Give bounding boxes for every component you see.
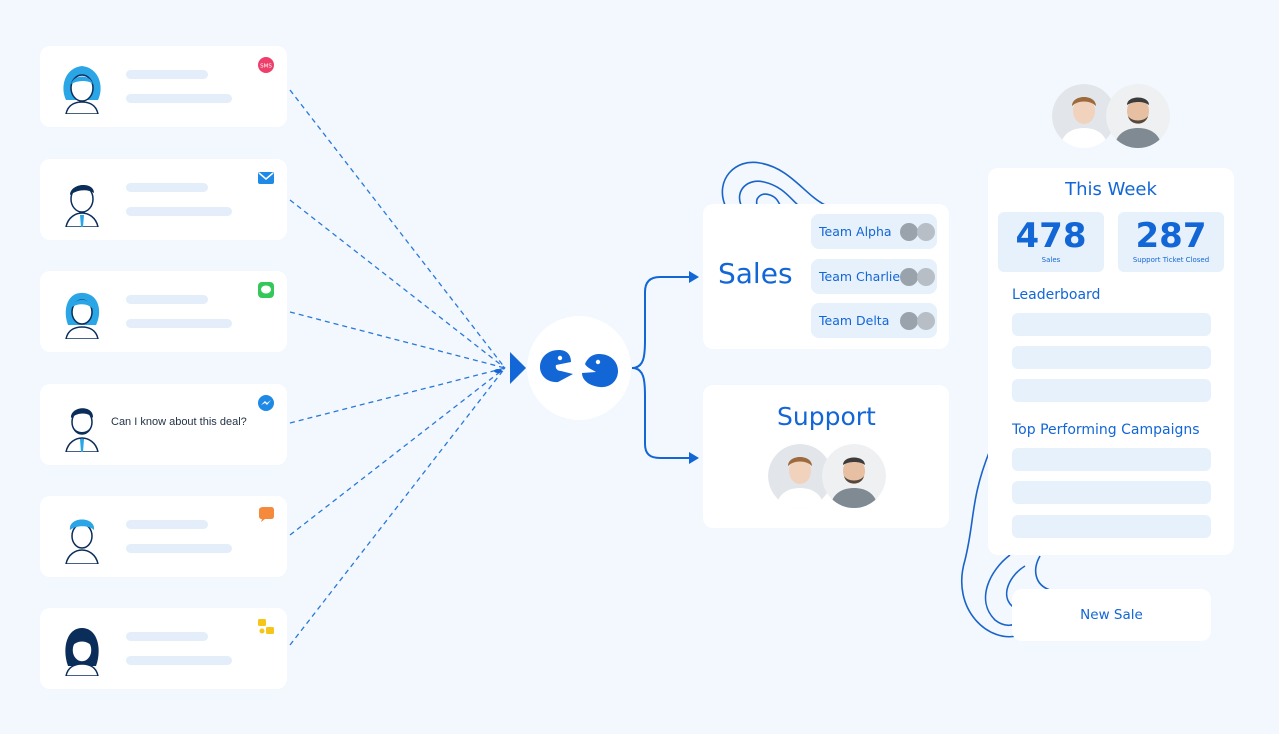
agent-photo xyxy=(822,444,886,508)
imessage-icon xyxy=(258,282,274,298)
team-pill[interactable]: Team Charlie xyxy=(811,259,937,294)
contact-card[interactable] xyxy=(40,496,287,577)
new-sale-label: New Sale xyxy=(1080,607,1143,623)
brand-logo-icon xyxy=(540,350,618,388)
customer-avatar xyxy=(63,66,101,114)
stat-label: Support Ticket Closed xyxy=(1132,256,1210,264)
contact-card[interactable] xyxy=(40,608,287,689)
leaderboard-heading: Leaderboard xyxy=(1012,287,1101,303)
campaign-row xyxy=(1012,515,1211,538)
dashboard-card: This Week 478 Sales 287 Support Ticket C… xyxy=(988,168,1234,555)
team-name: Team Alpha xyxy=(819,224,892,239)
team-name: Team Delta xyxy=(819,313,890,328)
hub-logo xyxy=(527,316,631,420)
stat-label: Sales xyxy=(1041,256,1061,264)
placeholder-line xyxy=(126,94,232,103)
leaderboard-row xyxy=(1012,313,1211,336)
stat-value: 287 xyxy=(1135,216,1207,256)
campaign-row xyxy=(1012,481,1211,504)
messenger-icon xyxy=(258,395,274,411)
team-name: Team Charlie xyxy=(819,269,901,284)
campaign-row xyxy=(1012,448,1211,471)
leaderboard-row xyxy=(1012,346,1211,369)
stat-tile: 287 Support Ticket Closed xyxy=(1118,212,1224,272)
customer-avatar xyxy=(65,519,99,564)
team-pill[interactable]: Team Delta xyxy=(811,303,937,338)
agent-avatar xyxy=(917,312,935,330)
stat-value: 478 xyxy=(1015,216,1087,256)
leaderboard-row xyxy=(1012,379,1211,402)
placeholder-line xyxy=(126,70,208,79)
agent-avatar xyxy=(900,268,918,286)
customer-avatar xyxy=(65,184,99,227)
chatbot-icon xyxy=(258,619,274,634)
agent-avatar xyxy=(917,223,935,241)
agent-photo xyxy=(768,444,832,508)
sms-icon: SMS xyxy=(258,57,274,73)
agent-photo xyxy=(1106,84,1170,148)
svg-text:SMS: SMS xyxy=(260,64,272,70)
agent-avatar xyxy=(917,268,935,286)
sales-title: Sales xyxy=(718,257,793,290)
contact-card[interactable]: SMS xyxy=(40,46,287,127)
customer-avatar xyxy=(65,408,99,452)
placeholder-line xyxy=(126,520,208,529)
contact-card[interactable] xyxy=(40,271,287,352)
placeholder-line xyxy=(126,207,232,216)
new-sale-notification[interactable]: New Sale xyxy=(1012,589,1211,641)
placeholder-line xyxy=(126,183,208,192)
placeholder-line xyxy=(126,319,232,328)
support-title: Support xyxy=(777,402,876,431)
placeholder-line xyxy=(126,295,208,304)
support-card[interactable]: Support xyxy=(703,385,949,528)
livechat-icon xyxy=(259,507,274,522)
agent-avatar xyxy=(900,312,918,330)
campaigns-heading: Top Performing Campaigns xyxy=(1012,422,1200,438)
email-icon xyxy=(258,172,274,184)
placeholder-line xyxy=(126,544,232,553)
contact-card[interactable]: Can I know about this deal? xyxy=(40,384,287,465)
contact-card[interactable] xyxy=(40,159,287,240)
customer-avatar xyxy=(65,628,99,676)
stat-tile: 478 Sales xyxy=(998,212,1104,272)
placeholder-line xyxy=(126,656,232,665)
team-pill[interactable]: Team Alpha xyxy=(811,214,937,249)
sales-card[interactable]: Sales Team Alpha Team Charlie Team Delta xyxy=(703,204,949,349)
agent-photo xyxy=(1052,84,1116,148)
dashboard-title: This Week xyxy=(1065,179,1157,200)
placeholder-line xyxy=(126,632,208,641)
customer-message: Can I know about this deal? xyxy=(111,416,247,428)
agent-avatar xyxy=(900,223,918,241)
customer-avatar xyxy=(65,292,100,339)
